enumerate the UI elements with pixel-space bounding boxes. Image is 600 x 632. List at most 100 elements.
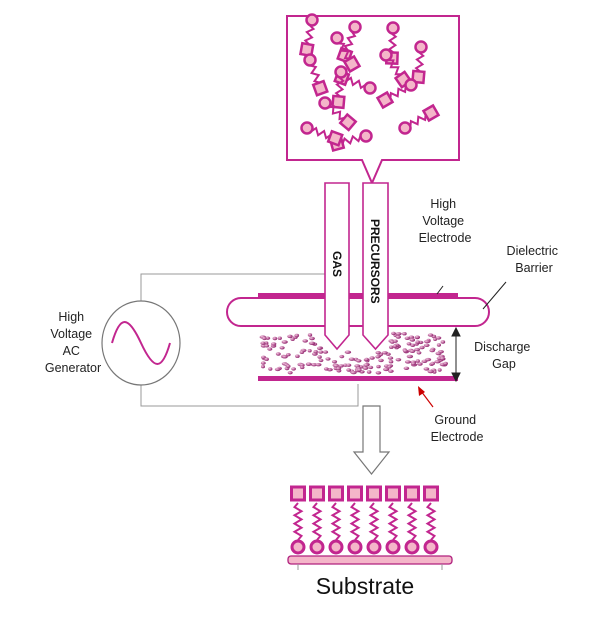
plasma-particle — [260, 361, 266, 365]
film-head — [423, 539, 439, 555]
gas-tube-label: GAS — [330, 251, 344, 277]
plasma-particle — [406, 342, 412, 346]
precursor-tube-label: PRECURSORS — [368, 219, 382, 304]
plasma-particle — [272, 336, 278, 341]
plasma-particle — [339, 354, 345, 359]
plasma-particle — [425, 357, 432, 362]
plasma-particle — [346, 363, 352, 367]
film-tail — [423, 485, 439, 502]
film-tail — [366, 485, 382, 502]
high-voltage-electrode — [258, 293, 458, 298]
molecule — [375, 78, 418, 110]
plasma-particle — [261, 364, 265, 369]
plasma-particle — [366, 370, 372, 374]
plasma-particle — [307, 349, 312, 353]
plasma-particle — [362, 366, 369, 370]
molecule-head — [318, 96, 332, 110]
plasma-particle — [429, 348, 436, 353]
molecule — [303, 53, 329, 97]
film-chain — [387, 502, 399, 541]
plasma-particle — [416, 351, 422, 355]
plasma-particle — [404, 336, 410, 340]
plasma-particle — [427, 369, 434, 374]
plasma-particle — [437, 368, 442, 372]
plasma-particle — [404, 360, 411, 364]
precursor-callout — [286, 13, 460, 186]
plasma-particle — [268, 367, 273, 371]
discharge-gap-arrow — [451, 326, 461, 383]
plasma-particle — [279, 346, 285, 350]
plasma-particle — [287, 334, 293, 339]
plasma-particle — [436, 343, 441, 347]
molecule — [318, 96, 358, 132]
plasma-particle — [313, 350, 318, 354]
plasma-particle — [395, 335, 401, 339]
plasma-particle — [417, 362, 423, 366]
plasma-particle — [435, 336, 442, 340]
molecule-head — [414, 40, 428, 54]
substrate — [287, 555, 453, 570]
film-molecule — [423, 485, 439, 555]
molecule-tail — [338, 112, 358, 132]
plasma-particle — [261, 355, 266, 359]
plasma-particle — [381, 351, 388, 355]
plasma-particle — [393, 344, 398, 348]
plasma-particle — [318, 350, 324, 354]
film-molecule — [366, 485, 382, 555]
film-tail — [404, 485, 420, 502]
ground-pointer — [418, 386, 434, 408]
feed-tubes — [324, 182, 389, 351]
film-head — [347, 539, 363, 555]
film-chain — [292, 502, 304, 541]
film-tail — [347, 485, 363, 502]
sine-wave-icon — [111, 321, 171, 365]
plasma-particle — [387, 356, 394, 360]
film-chain — [368, 502, 380, 541]
film-head — [404, 539, 420, 555]
plasma-particle — [291, 367, 296, 371]
plasma-particle — [368, 365, 374, 370]
molecule — [331, 65, 348, 110]
plasma-particle — [287, 371, 293, 375]
plasma-particle — [264, 344, 270, 348]
plasma-particles — [259, 331, 448, 375]
plasma-particle — [410, 343, 416, 347]
plasma-particle — [415, 359, 420, 363]
plasma-particle — [275, 352, 281, 356]
molecule-tail — [326, 129, 344, 147]
molecule-tail — [331, 94, 346, 110]
plasma-particle — [307, 333, 313, 337]
plasma-particle — [423, 367, 430, 371]
label-pointers — [436, 281, 507, 310]
plasma-particle — [388, 369, 394, 373]
ground-electrode — [258, 376, 458, 381]
plasma-particle — [409, 349, 416, 353]
molecule-head — [363, 81, 377, 95]
film-chain — [311, 502, 323, 541]
plasma-particle — [306, 362, 312, 366]
plasma-particle — [302, 339, 309, 343]
generator-label: High Voltage AC Generator — [45, 310, 101, 375]
plasma-particle — [408, 335, 415, 339]
plasma-particle — [430, 361, 436, 366]
plasma-particle — [260, 341, 266, 345]
hv-electrode-label: High Voltage Electrode — [419, 197, 472, 245]
plasma-particle — [271, 342, 277, 346]
molecule-tail — [421, 103, 441, 123]
plasma-particle — [424, 339, 431, 344]
film-molecule — [347, 485, 363, 555]
plasma-particle — [322, 350, 329, 354]
plasma-particle — [435, 351, 442, 356]
plasma-particle — [406, 354, 414, 359]
plasma-particle — [419, 345, 425, 350]
plasma-particle — [344, 350, 352, 354]
plasma-particle — [331, 360, 338, 364]
film-tail — [385, 485, 401, 502]
film-chain — [330, 502, 342, 541]
plasma-particle — [285, 353, 291, 357]
plasma-particle — [395, 332, 402, 336]
plasma-particle — [317, 355, 322, 359]
plasma-particle — [317, 346, 322, 350]
molecule-head — [303, 53, 317, 67]
plasma-particle — [333, 364, 340, 368]
